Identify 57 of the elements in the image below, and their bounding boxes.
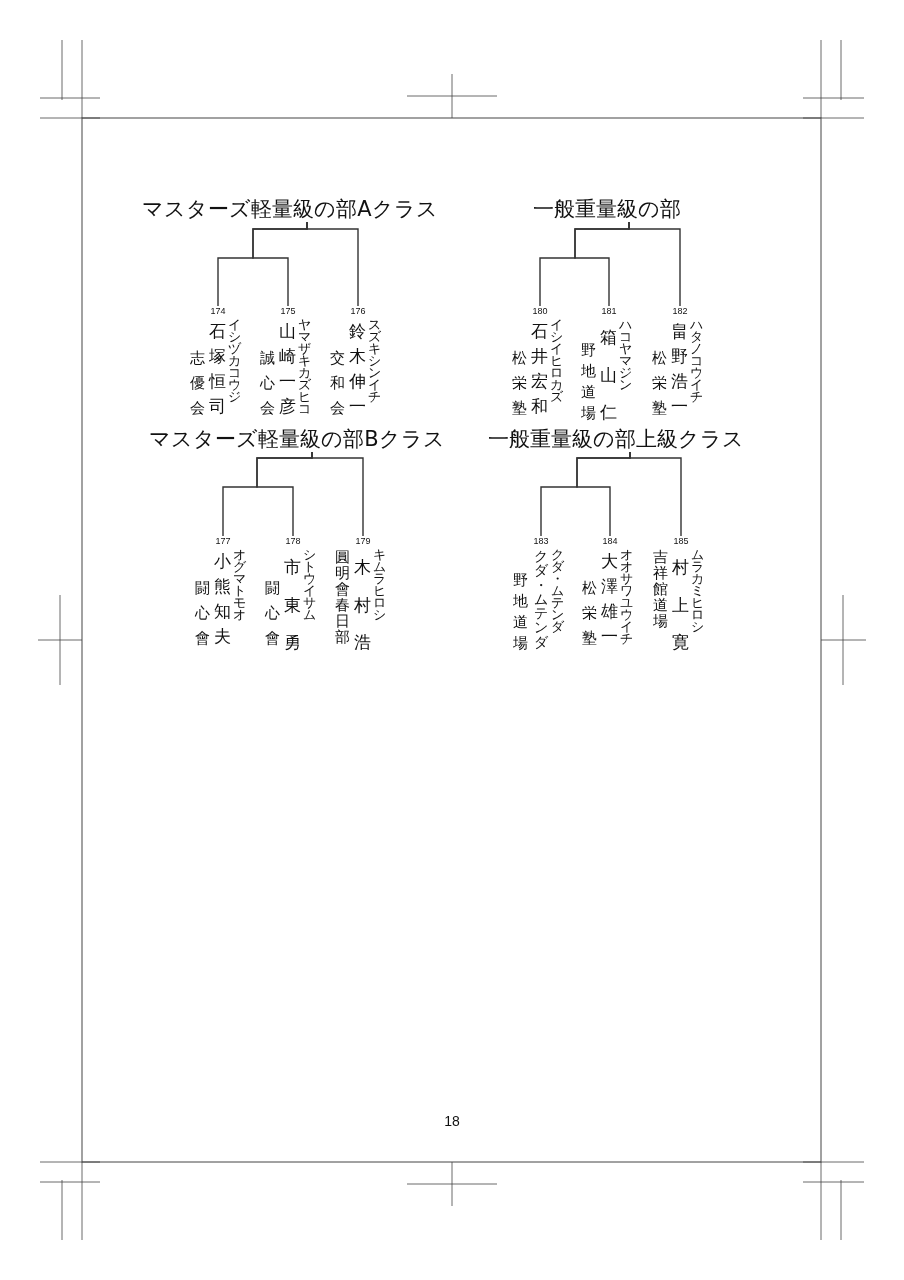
heading: 一般重量級の部 bbox=[533, 196, 681, 222]
bracket-line bbox=[311, 451, 364, 537]
competitor-name: 市東勇 bbox=[283, 556, 303, 654]
heading: マスターズ軽量級の部Bクラス bbox=[149, 426, 445, 452]
competitor-name: クダ・ムテンダ bbox=[533, 549, 549, 649]
name-reading: スズキシンイチ bbox=[368, 319, 382, 403]
dojo-name: 吉祥館道場 bbox=[652, 549, 669, 629]
dojo-name: 松栄塾 bbox=[581, 578, 598, 649]
entry-number: 183 bbox=[532, 536, 550, 547]
entry-number: 177 bbox=[214, 536, 232, 547]
dojo-name: 志優会 bbox=[189, 348, 206, 419]
heading: 一般重量級の部上級クラス bbox=[488, 426, 744, 452]
competitor-name: 畠野浩一 bbox=[670, 320, 690, 418]
entry-number: 175 bbox=[279, 306, 297, 317]
competitor-name: 石塚恒司 bbox=[208, 320, 228, 418]
dojo-name: 野地道場 bbox=[512, 570, 529, 654]
entry-number: 174 bbox=[209, 306, 227, 317]
competitor-name: 村上寛 bbox=[671, 556, 691, 654]
entry-number: 182 bbox=[671, 306, 689, 317]
competitor-name: 鈴木伸一 bbox=[348, 320, 368, 418]
bracket-line bbox=[629, 451, 682, 537]
name-reading: ムラカミヒロシ bbox=[691, 549, 705, 633]
competitor-name: 木村浩 bbox=[353, 556, 373, 654]
name-reading: ヤマザキカズヒコ bbox=[298, 319, 312, 415]
dojo-name: 誠心会 bbox=[259, 348, 276, 419]
competitor-name: 石井宏和 bbox=[530, 320, 550, 418]
competitor-name: 大澤雄一 bbox=[600, 550, 620, 648]
name-reading: キムラヒロシ bbox=[373, 549, 387, 621]
dojo-name: 交和会 bbox=[329, 348, 346, 419]
entry-number: 178 bbox=[284, 536, 302, 547]
name-reading: オオサワユウイチ bbox=[620, 549, 634, 645]
name-reading: シトウイサム bbox=[303, 549, 317, 621]
entry-number: 176 bbox=[349, 306, 367, 317]
dojo-name: 闘心會 bbox=[194, 578, 211, 649]
page-number: 18 bbox=[444, 1113, 460, 1129]
competitor-name: 小熊知夫 bbox=[213, 550, 233, 648]
entry-number: 179 bbox=[354, 536, 372, 547]
competitor-name: 山崎一彦 bbox=[278, 320, 298, 418]
name-reading: イシイヒロカズ bbox=[550, 319, 564, 403]
dojo-name: 野地道場 bbox=[580, 340, 597, 424]
bracket-line bbox=[306, 221, 359, 307]
entry-number: 180 bbox=[531, 306, 549, 317]
name-reading: ハタノコウイチ bbox=[690, 319, 704, 403]
dojo-name: 松栄塾 bbox=[651, 348, 668, 419]
entry-number: 184 bbox=[601, 536, 619, 547]
name-reading: オグマトモオ bbox=[233, 549, 247, 621]
dojo-name: 圓明會春日部 bbox=[334, 549, 351, 645]
entry-number: 185 bbox=[672, 536, 690, 547]
name-reading: ハコヤマジン bbox=[619, 319, 633, 391]
competitor-name: 箱山仁 bbox=[599, 326, 619, 424]
entry-number: 181 bbox=[600, 306, 618, 317]
dojo-name: 松栄塾 bbox=[511, 348, 528, 419]
bracket-line bbox=[628, 221, 681, 307]
name-reading: クダ・ムテンダ bbox=[551, 549, 565, 633]
heading: マスターズ軽量級の部Aクラス bbox=[142, 196, 438, 222]
dojo-name: 闘心會 bbox=[264, 578, 281, 649]
name-reading: イシヅカコウジ bbox=[228, 319, 242, 403]
